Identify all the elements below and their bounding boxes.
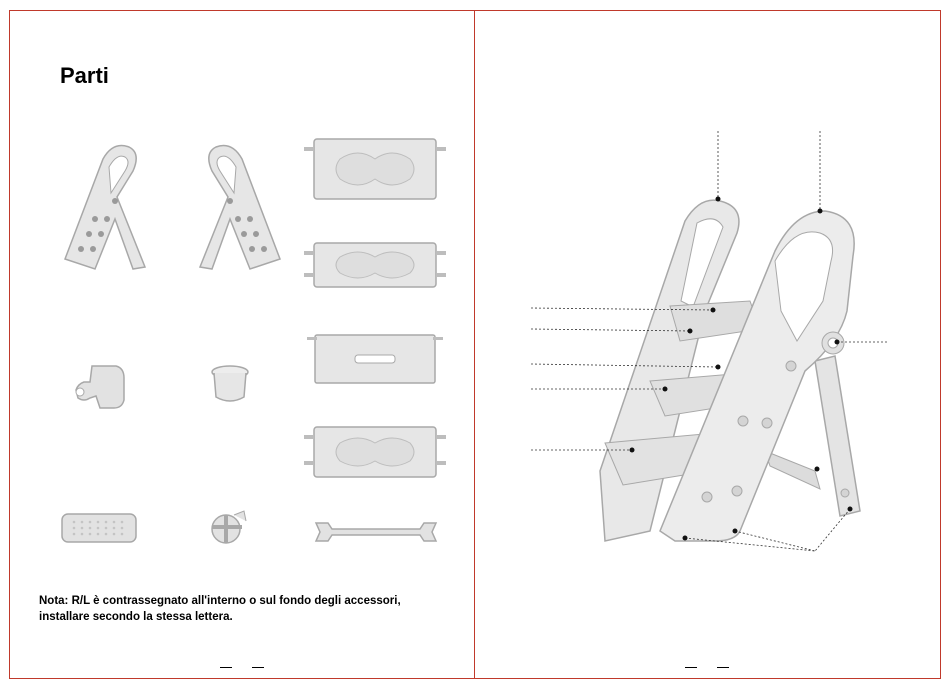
right-page [475,10,941,679]
cap-plug-part [206,361,254,409]
assembly-note: Nota: R/L è contrassegnato all'interno o… [39,593,459,625]
assembled-step-stool-diagram [475,11,941,680]
page-number-marker [220,659,284,671]
page-title: Parti [60,63,109,89]
side-frame-right-part [190,139,290,274]
knob-screw-part [204,505,250,551]
note-line-2: installare secondo la stessa lettera. [39,609,459,625]
note-line-1: Nota: R/L è contrassegnato all'interno o… [39,593,459,609]
connector-part [66,356,136,416]
left-page: Parti [9,10,475,679]
side-frame-left-part [55,139,155,274]
anti-slip-pad-part [58,508,140,548]
step-panel-middle-part [300,239,450,293]
wrench-bar-part [306,515,446,549]
step-panel-bottom-part [300,423,450,483]
page-number-marker-right [685,659,749,671]
step-panel-top-part [300,133,450,205]
back-panel-part [305,329,445,389]
